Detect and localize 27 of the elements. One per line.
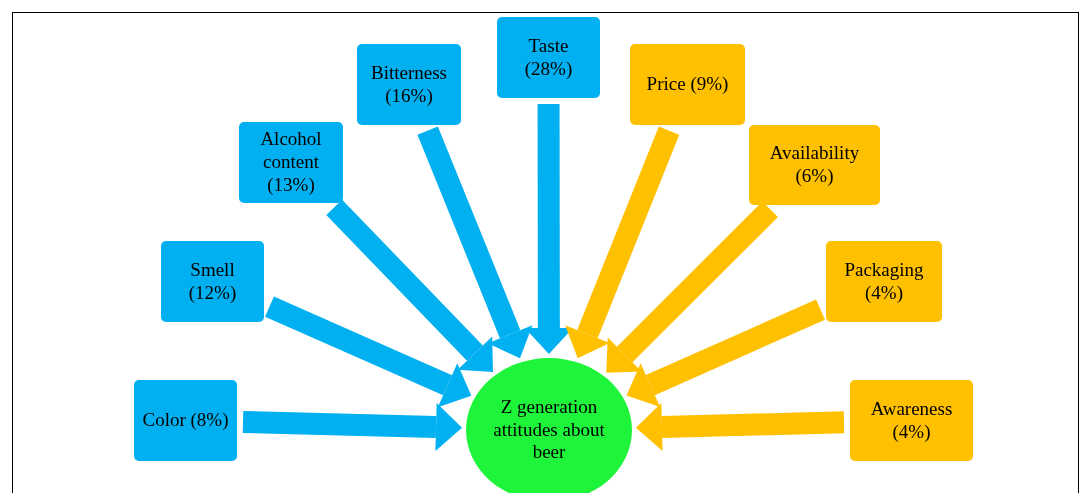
block-arrow — [417, 126, 533, 359]
block-arrow — [265, 296, 472, 408]
factor-box — [239, 122, 343, 203]
factor-box — [357, 44, 461, 125]
block-arrow — [565, 126, 680, 359]
factor-box — [630, 44, 745, 125]
block-arrow — [635, 403, 845, 452]
block-arrow — [242, 403, 463, 452]
factor-box — [850, 380, 973, 461]
block-arrow — [626, 299, 825, 407]
node-label: Z generation attitudes about beer — [492, 395, 606, 465]
factor-box — [826, 241, 942, 322]
node-label: Bitterness (16%) — [370, 61, 448, 108]
node-label: Price (9%) — [646, 73, 729, 96]
node-label: Taste (28%) — [523, 34, 574, 81]
node-label: Color (8%) — [142, 409, 229, 432]
node-label: Smell (12%) — [187, 258, 238, 305]
node-label: Packaging (4%) — [843, 258, 925, 305]
center-circle — [466, 358, 632, 493]
factor-box — [161, 241, 264, 322]
factor-box — [497, 17, 600, 98]
node-label: Alcohol content (13%) — [259, 128, 323, 197]
block-arrow — [326, 199, 493, 372]
node-label: Availability (6%) — [768, 142, 861, 188]
factor-box — [134, 380, 237, 461]
node-label: Awareness (4%) — [869, 397, 954, 444]
factor-box — [749, 125, 880, 205]
